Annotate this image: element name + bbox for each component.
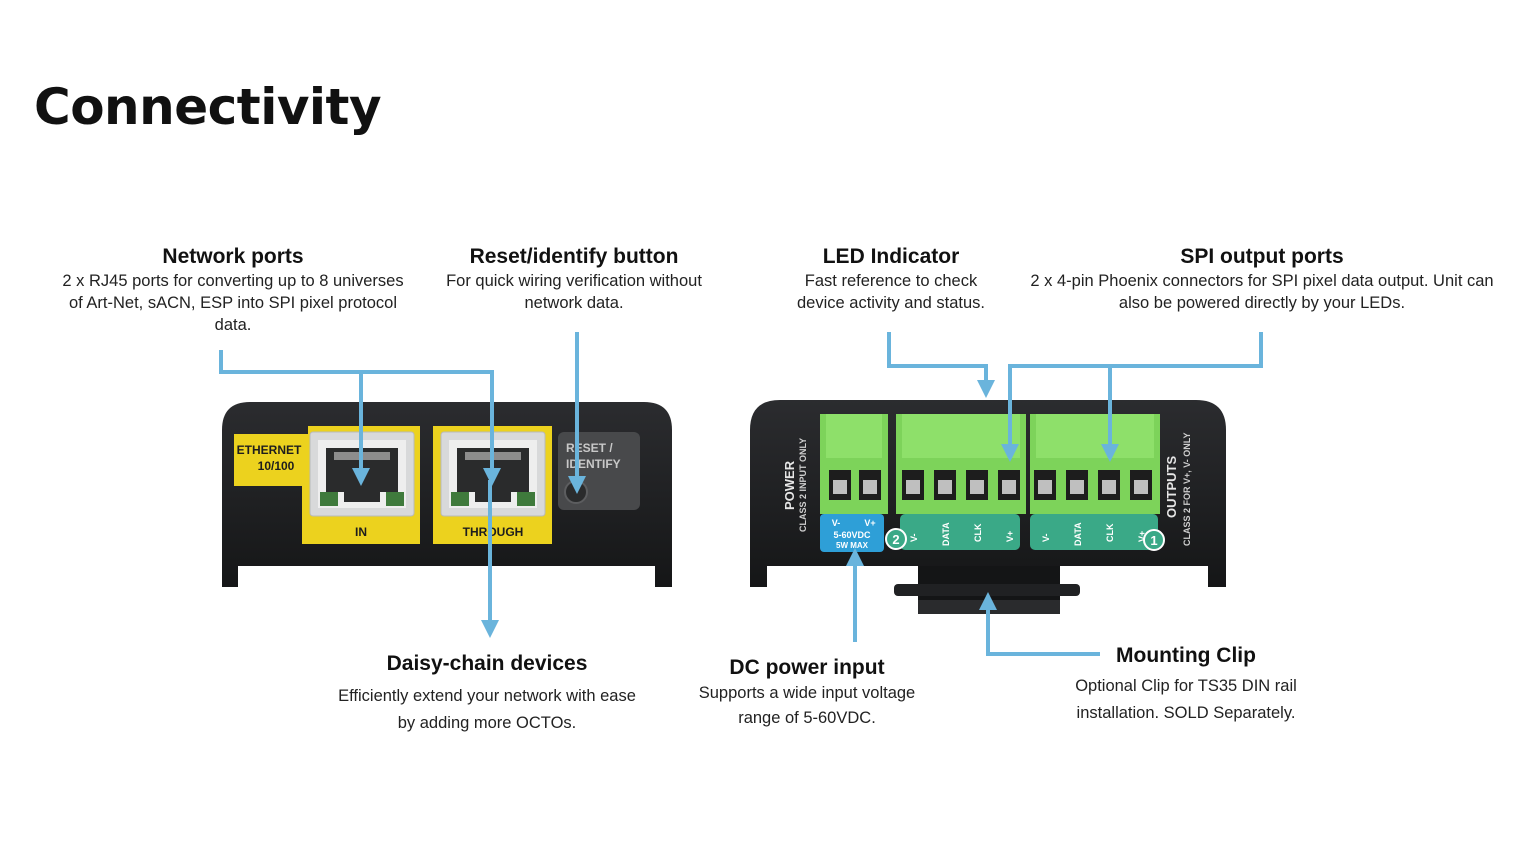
arrowheads bbox=[352, 380, 1119, 638]
port1-pin-vplus: V+ bbox=[1137, 531, 1147, 542]
callout-text: Fast reference to check device activity … bbox=[796, 272, 985, 312]
port1-badge bbox=[1143, 529, 1165, 551]
power-rating-strip bbox=[820, 514, 884, 552]
network-ports-leader bbox=[219, 350, 494, 470]
power-rating-watts: 5W MAX bbox=[836, 541, 869, 550]
arrowhead-spi-2 bbox=[1001, 444, 1019, 462]
arrowhead-clip bbox=[979, 592, 997, 610]
port2-pin-clk: CLK bbox=[973, 523, 983, 542]
callout-led-indicator: LED Indicator Fast reference to check de… bbox=[782, 244, 1000, 314]
port-through-label: THROUGH bbox=[463, 525, 524, 539]
callout-text: For quick wiring verification without ne… bbox=[446, 272, 702, 312]
device-right: POWER CLASS 2 INPUT ONLY OUTPUTS CLASS 2… bbox=[750, 400, 1226, 614]
device-left: ETHERNET 10/100 IN THROUGH RESET / IDEN bbox=[222, 402, 672, 587]
arrowhead-in bbox=[352, 468, 370, 486]
callout-title: DC power input bbox=[729, 656, 885, 679]
arrowhead-dc bbox=[846, 548, 864, 566]
led-leader bbox=[887, 332, 988, 382]
callout-network-ports: Network ports 2 x RJ45 ports for convert… bbox=[58, 244, 408, 336]
port1-number: 1 bbox=[1150, 533, 1157, 548]
mounting-clip-leader bbox=[986, 608, 1100, 656]
callout-reset-button: Reset/identify button For quick wiring v… bbox=[418, 244, 730, 314]
arrowhead-led bbox=[977, 380, 995, 398]
callout-mounting-clip: Mounting Clip Optional Clip for TS35 DIN… bbox=[1050, 643, 1322, 727]
callout-title: Reset/identify button bbox=[469, 245, 679, 268]
port1-label-strip bbox=[1030, 514, 1158, 550]
power-sublabel: CLASS 2 INPUT ONLY bbox=[798, 438, 808, 532]
port2-badge bbox=[885, 528, 907, 550]
callout-text: Optional Clip for TS35 DIN rail installa… bbox=[1075, 677, 1297, 722]
spi-leader bbox=[1008, 332, 1263, 446]
callout-title: Daisy-chain devices bbox=[386, 652, 588, 675]
power-pin-vplus: V+ bbox=[864, 518, 875, 528]
callout-text: Efficiently extend your network with eas… bbox=[338, 687, 636, 732]
callout-dc-power: DC power input Supports a wide input vol… bbox=[680, 655, 934, 731]
port2-label-strip bbox=[900, 514, 1020, 550]
arrowhead-reset bbox=[568, 476, 586, 494]
outputs-sublabel: CLASS 2 FOR V+, V- ONLY bbox=[1182, 433, 1192, 546]
callout-text: Supports a wide input voltage range of 5… bbox=[698, 684, 916, 727]
ethernet-speed-label: 10/100 bbox=[258, 459, 295, 473]
port1-pin-clk: CLK bbox=[1105, 523, 1115, 542]
ethernet-label: ETHERNET bbox=[237, 443, 302, 457]
leader-lines bbox=[219, 332, 1263, 656]
terminal-screws bbox=[829, 470, 1152, 500]
callout-spi-outputs: SPI output ports 2 x 4-pin Phoenix conne… bbox=[1030, 244, 1494, 314]
callout-title: LED Indicator bbox=[822, 245, 960, 268]
arrowhead-spi-1 bbox=[1101, 444, 1119, 462]
port2-number: 2 bbox=[892, 532, 899, 547]
power-label: POWER bbox=[782, 460, 797, 510]
callout-title: SPI output ports bbox=[1180, 245, 1344, 268]
power-pin-vminus: V- bbox=[832, 518, 841, 528]
port1-pin-data: DATA bbox=[1073, 522, 1083, 546]
port2-pin-data: DATA bbox=[941, 522, 951, 546]
power-rating-voltage: 5-60VDC bbox=[833, 530, 871, 540]
port-in-label: IN bbox=[355, 525, 367, 539]
callout-title: Mounting Clip bbox=[1116, 644, 1256, 667]
callout-title: Network ports bbox=[162, 245, 304, 268]
page-title: Connectivity bbox=[34, 78, 382, 136]
port1-pin-vminus: V- bbox=[1041, 533, 1051, 542]
callout-text: 2 x RJ45 ports for converting up to 8 un… bbox=[62, 272, 404, 334]
reset-label-line2: IDENTIFY bbox=[566, 457, 621, 471]
arrowhead-daisy bbox=[481, 620, 499, 638]
outputs-label: OUTPUTS bbox=[1164, 456, 1179, 518]
port2-pin-vminus: V- bbox=[909, 533, 919, 542]
port2-pin-vplus: V+ bbox=[1005, 531, 1015, 542]
callout-text: 2 x 4-pin Phoenix connectors for SPI pix… bbox=[1030, 272, 1494, 312]
arrowhead-through bbox=[483, 468, 501, 486]
reset-label-line1: RESET / bbox=[566, 441, 613, 455]
callout-daisy-chain: Daisy-chain devices Efficiently extend y… bbox=[334, 651, 640, 737]
